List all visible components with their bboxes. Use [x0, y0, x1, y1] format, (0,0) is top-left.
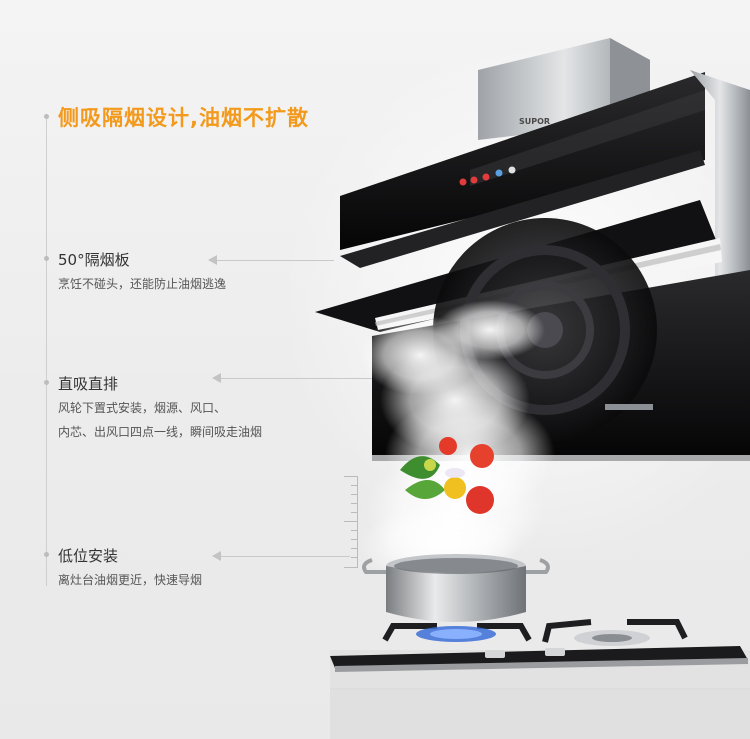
- brand-logo: SUPOR: [519, 117, 550, 126]
- hood-control-button: [482, 173, 490, 181]
- smoke-plume-illustration: [360, 300, 555, 585]
- feature-timeline-line: [46, 116, 47, 586]
- ruler-tick: [351, 548, 358, 549]
- hood-control-button: [508, 166, 516, 174]
- ruler-spine: [357, 476, 358, 568]
- ruler-tick: [351, 557, 358, 558]
- ruler-tick: [344, 476, 358, 477]
- steam-pot-illustration: [362, 554, 550, 622]
- timeline-dot-headline: [44, 114, 49, 119]
- feature-2-description-line-1: 风轮下置式安装，烟源、风口、: [58, 401, 227, 415]
- ruler-tick: [351, 503, 358, 504]
- timeline-dot-feature-1: [44, 256, 49, 261]
- timeline-dot-feature-3: [44, 552, 49, 557]
- gas-stove-illustration: [330, 619, 748, 672]
- feature-1-title: 50°隔烟板: [58, 251, 130, 269]
- feature-1-description: 烹饪不碰头，还能防止油烟逃逸: [58, 277, 227, 291]
- page-headline: 侧吸隔烟设计,油烟不扩散: [58, 106, 309, 130]
- feature-2-title: 直吸直排: [58, 375, 119, 393]
- pointer-line-feature-3: [216, 556, 350, 557]
- stove-knob: [545, 648, 565, 656]
- feature-3-description: 离灶台油烟更近，快速导烟: [58, 573, 203, 587]
- arrow-left-icon: [212, 373, 221, 383]
- ruler-tick: [351, 512, 358, 513]
- feature-2-description-line-2: 内芯、出风口四点一线，瞬间吸走油烟: [58, 425, 263, 439]
- feature-3-title: 低位安装: [58, 547, 119, 565]
- ruler-tick: [344, 521, 358, 522]
- hood-control-button: [495, 169, 503, 177]
- ruler-tick: [351, 539, 358, 540]
- pointer-line-feature-2: [216, 378, 430, 379]
- range-hood-illustration: [315, 38, 750, 461]
- stove-knob: [485, 650, 505, 658]
- hood-badge: [605, 404, 653, 410]
- ruler-tick: [351, 530, 358, 531]
- pointer-line-feature-1: [212, 260, 334, 261]
- arrow-left-icon: [212, 551, 221, 561]
- ruler-tick: [351, 485, 358, 486]
- hood-control-button: [459, 178, 467, 186]
- hood-control-button: [470, 176, 478, 184]
- vegetables-illustration: [400, 437, 494, 514]
- ruler-tick: [351, 494, 358, 495]
- timeline-dot-feature-2: [44, 380, 49, 385]
- height-ruler: [344, 476, 358, 568]
- arrow-left-icon: [208, 255, 217, 265]
- ruler-tick: [344, 567, 358, 568]
